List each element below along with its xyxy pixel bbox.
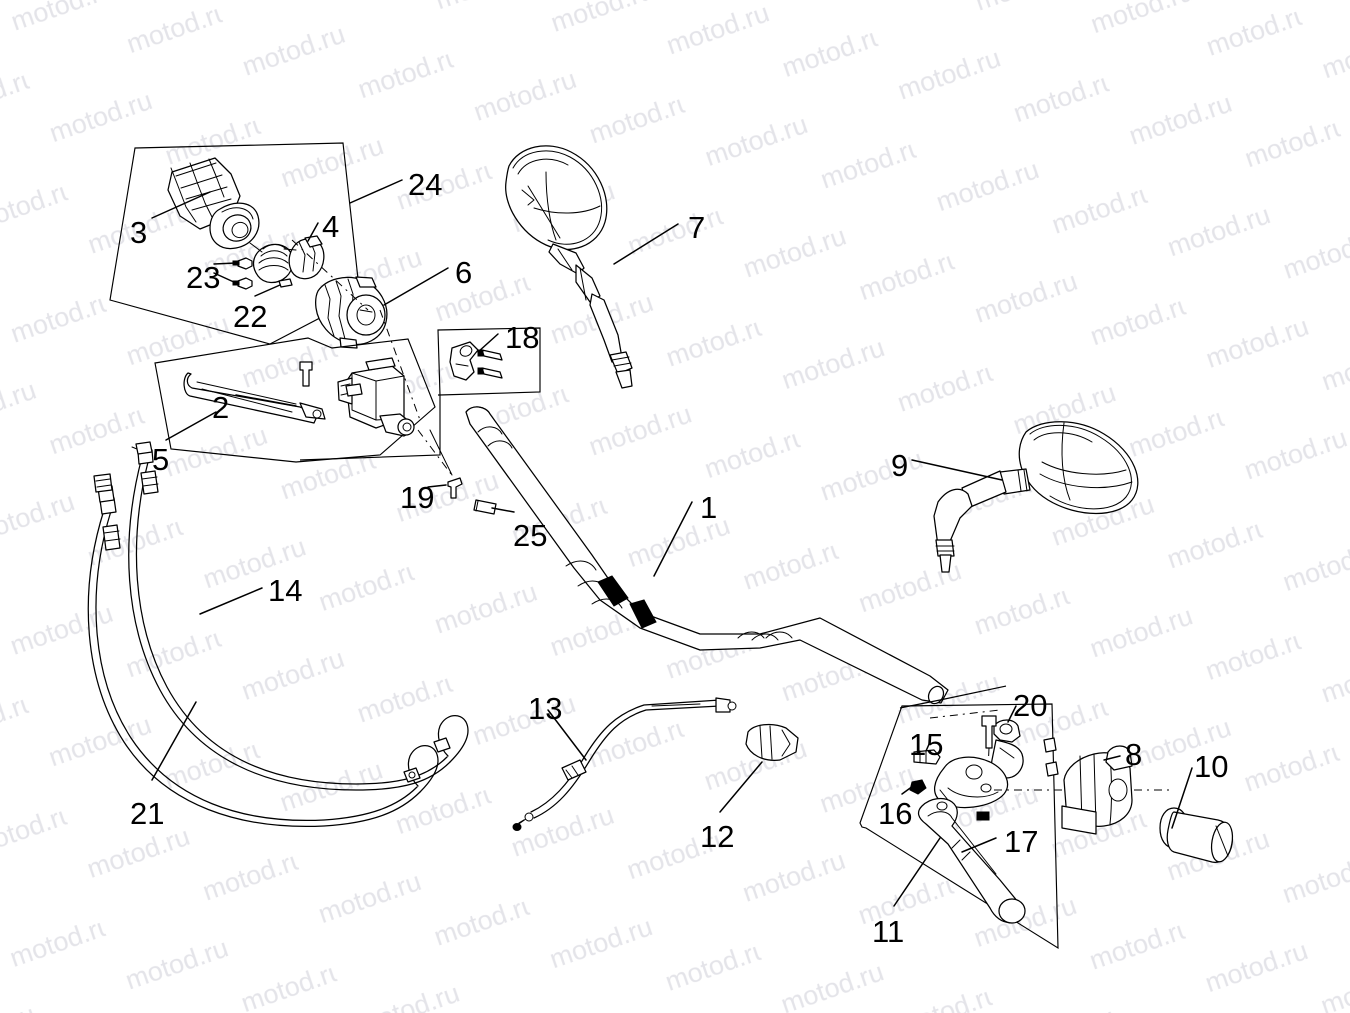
- callout-25: 25: [513, 518, 548, 553]
- part-left-mirror: [505, 145, 679, 389]
- part-master-cylinder: [337, 357, 415, 437]
- callout-12: 12: [700, 819, 735, 854]
- leaders-group-24: [151, 179, 403, 297]
- callout-18: 18: [505, 320, 540, 355]
- callout-19: 19: [400, 480, 435, 515]
- callout-1: 1: [700, 490, 718, 525]
- part-right-mirror: [911, 421, 1139, 573]
- part-throttle-grip: [167, 157, 260, 250]
- part-cable-adjuster-5: [165, 411, 217, 441]
- part-clutch-lever: [183, 372, 326, 424]
- part-throttle-housing: [252, 235, 325, 288]
- part-bolt-top-11: [981, 715, 997, 771]
- part-handlebar: [465, 406, 949, 705]
- callout-11: 11: [872, 914, 905, 949]
- callout-4: 4: [322, 209, 340, 244]
- callout-21: 21: [130, 796, 165, 831]
- part-cable-13: [512, 697, 737, 831]
- callout-9: 9: [891, 448, 909, 483]
- callout-23: 23: [186, 260, 221, 295]
- callout-8: 8: [1125, 737, 1143, 772]
- callout-22: 22: [233, 299, 268, 334]
- callout-5: 5: [152, 442, 170, 477]
- callout-15: 15: [909, 727, 944, 762]
- group-boundary-11: [859, 703, 1059, 950]
- group-boundary-18: [299, 327, 541, 461]
- part-handlebar-grip-10: [1159, 767, 1234, 863]
- part-left-switch-housing-8: [1061, 745, 1133, 835]
- group-boundary-24: [109, 142, 361, 345]
- part-mirror-bracket-18: [449, 333, 503, 381]
- part-switch-assembly-6: [314, 267, 449, 349]
- part-brake-lever-17: [893, 797, 1026, 924]
- callout-13: 13: [528, 691, 563, 726]
- callout-7: 7: [688, 210, 706, 245]
- part-bolt-19: [427, 429, 463, 499]
- group-boundary-2: [154, 337, 436, 463]
- part-cable-21: [87, 473, 439, 828]
- part-nut-lower: [976, 811, 990, 821]
- part-bolt-group2: [299, 361, 313, 387]
- callout-14: 14: [268, 573, 303, 608]
- part-spacer-25: [473, 499, 515, 515]
- part-cable-end-12: [719, 723, 799, 813]
- callout-2: 2: [212, 390, 230, 425]
- part-lever-perch: [934, 756, 1009, 809]
- callout-24: 24: [408, 167, 443, 202]
- callout-20: 20: [1013, 688, 1048, 723]
- part-cable-14: [128, 441, 469, 791]
- part-nut-16: [901, 779, 927, 795]
- callout-6: 6: [455, 255, 473, 290]
- callout-3: 3: [130, 215, 148, 250]
- callout-16: 16: [878, 796, 913, 831]
- callout-10: 10: [1194, 749, 1229, 784]
- callout-17: 17: [1004, 824, 1039, 859]
- part-pivot-bolt-15: [913, 741, 941, 765]
